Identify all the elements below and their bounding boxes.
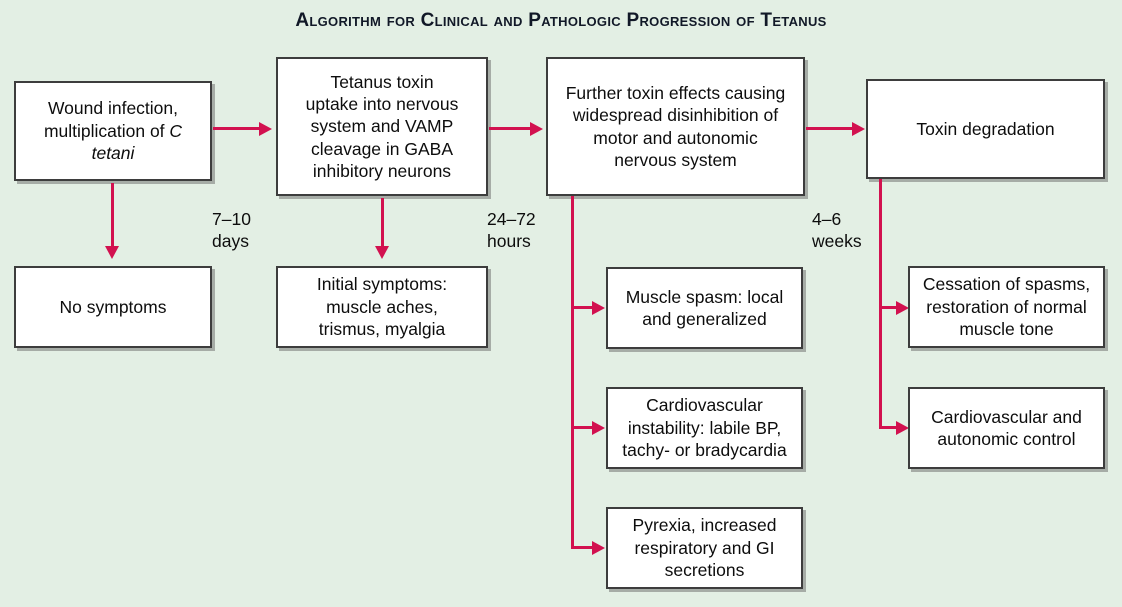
arrowhead-wound-to-nosymptoms xyxy=(105,246,119,259)
node-no-symptoms: No symptoms xyxy=(14,266,212,348)
node-cardiovascular-control-text: Cardiovascular and autonomic control xyxy=(931,406,1082,449)
arrowhead-spine-to-cv-control xyxy=(896,420,909,435)
connector-spine-to-cessation xyxy=(879,306,900,309)
node-further-toxin-effects-text: Further toxin effects causing widespread… xyxy=(565,82,786,170)
node-pyrexia: Pyrexia, increased respiratory and GI se… xyxy=(606,507,803,589)
node-wound-infection: Wound infection, multiplication of C tet… xyxy=(14,81,212,181)
connector-spine-to-cv-control xyxy=(879,426,900,429)
node-wound-infection-text: Wound infection, multiplication of C tet… xyxy=(43,98,183,164)
node-toxin-degradation: Toxin degradation xyxy=(866,79,1105,179)
figure-title: Algorithm for Clinical and Pathologic Pr… xyxy=(295,10,827,31)
node-pyrexia-text: Pyrexia, increased respiratory and GI se… xyxy=(632,515,777,581)
node-cardiovascular-instability: Cardiovascular instability: labile BP, t… xyxy=(606,387,803,469)
connector-spine-to-muscle-spasm xyxy=(571,306,596,309)
connector-uptake-to-further xyxy=(489,127,533,130)
node-toxin-uptake-text: Tetanus toxin uptake into nervous system… xyxy=(305,71,459,182)
node-initial-symptoms: Initial symptoms: muscle aches, trismus,… xyxy=(276,266,488,348)
connector-further-to-degradation xyxy=(806,127,855,130)
node-cardiovascular-instability-text: Cardiovascular instability: labile BP, t… xyxy=(622,395,787,461)
interval-label-stage2: 24–72 hours xyxy=(487,209,536,251)
node-cessation-of-spasms-text: Cessation of spasms, restoration of norm… xyxy=(922,274,1091,340)
connector-further-effects-spine xyxy=(571,196,574,549)
arrowhead-spine-to-muscle-spasm xyxy=(592,300,605,315)
arrowhead-spine-to-pyrexia xyxy=(592,540,605,555)
arrowhead-wound-to-uptake xyxy=(259,121,272,136)
arrowhead-spine-to-cv-instability xyxy=(592,420,605,435)
connector-spine-to-pyrexia xyxy=(571,546,596,549)
node-muscle-spasm: Muscle spasm: local and generalized xyxy=(606,267,803,349)
node-cessation-of-spasms: Cessation of spasms, restoration of norm… xyxy=(908,266,1105,348)
connector-wound-to-uptake xyxy=(213,127,263,130)
node-muscle-spasm-text: Muscle spasm: local and generalized xyxy=(625,286,784,329)
connector-uptake-to-initial xyxy=(381,198,384,246)
node-no-symptoms-text: No symptoms xyxy=(59,296,167,317)
arrowhead-further-to-degradation xyxy=(852,121,865,136)
connector-wound-to-nosymptoms xyxy=(111,183,114,246)
node-cardiovascular-control: Cardiovascular and autonomic control xyxy=(908,387,1105,469)
arrowhead-spine-to-cessation xyxy=(896,300,909,315)
node-initial-symptoms-text: Initial symptoms: muscle aches, trismus,… xyxy=(316,274,448,340)
interval-label-stage1: 7–10 days xyxy=(212,209,251,251)
node-toxin-degradation-text: Toxin degradation xyxy=(916,118,1055,139)
arrowhead-uptake-to-initial xyxy=(375,246,389,259)
node-toxin-uptake: Tetanus toxin uptake into nervous system… xyxy=(276,57,488,196)
interval-label-stage3: 4–6 weeks xyxy=(812,209,862,251)
connector-spine-to-cv-instability xyxy=(571,426,596,429)
connector-degradation-spine xyxy=(879,179,882,429)
node-further-toxin-effects: Further toxin effects causing widespread… xyxy=(546,57,805,196)
arrowhead-uptake-to-further xyxy=(530,121,543,136)
